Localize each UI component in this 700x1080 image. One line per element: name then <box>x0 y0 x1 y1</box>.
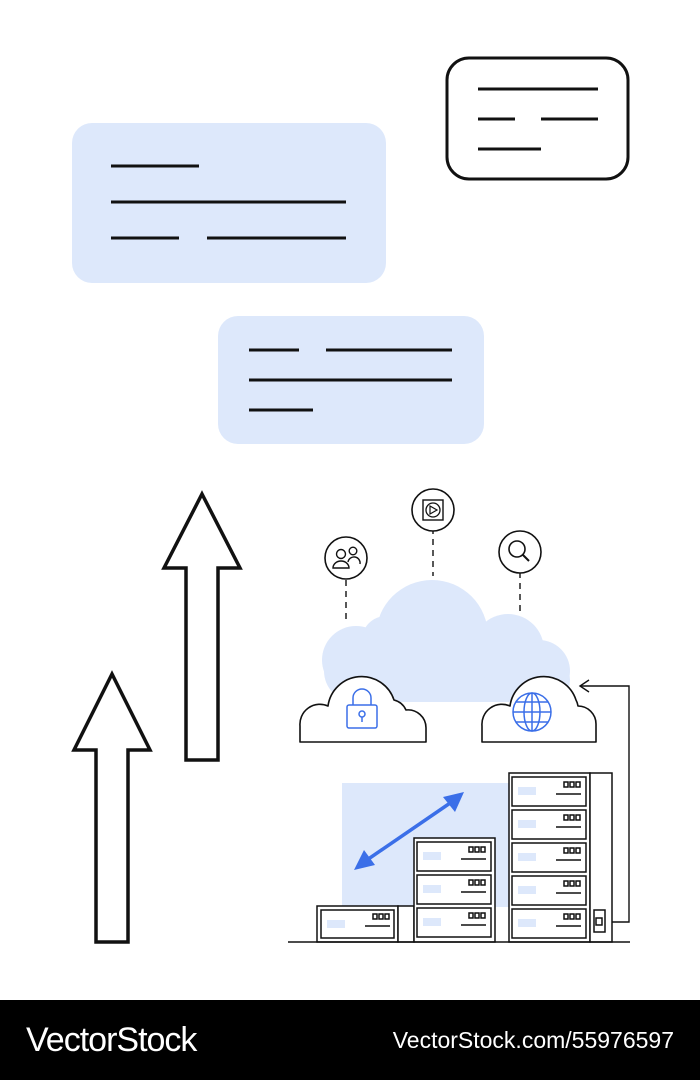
brand-logo: VectorStock <box>26 1020 197 1059</box>
transfer-arrow-icon <box>354 792 464 870</box>
cloud-lock <box>299 675 427 743</box>
lock-icon <box>346 688 378 729</box>
message-bubble-outlined <box>445 56 630 181</box>
arrow-up-icon <box>161 490 243 762</box>
cloud-globe <box>481 675 597 743</box>
globe-icon <box>512 692 552 732</box>
message-bubble-large <box>72 123 386 283</box>
stock-id: VectorStock.com/55976597 <box>392 1026 674 1053</box>
return-arrow <box>578 679 630 923</box>
arrow-up-icon <box>71 670 153 944</box>
play-icon <box>411 488 455 532</box>
search-icon <box>498 530 542 574</box>
connector-lines <box>345 528 521 622</box>
server-racks <box>316 772 613 943</box>
users-icon <box>324 536 368 580</box>
illustration <box>71 56 630 944</box>
watermark-footer: VectorStock VectorStock.com/55976597 <box>0 1000 700 1080</box>
message-bubble-medium <box>218 316 484 444</box>
